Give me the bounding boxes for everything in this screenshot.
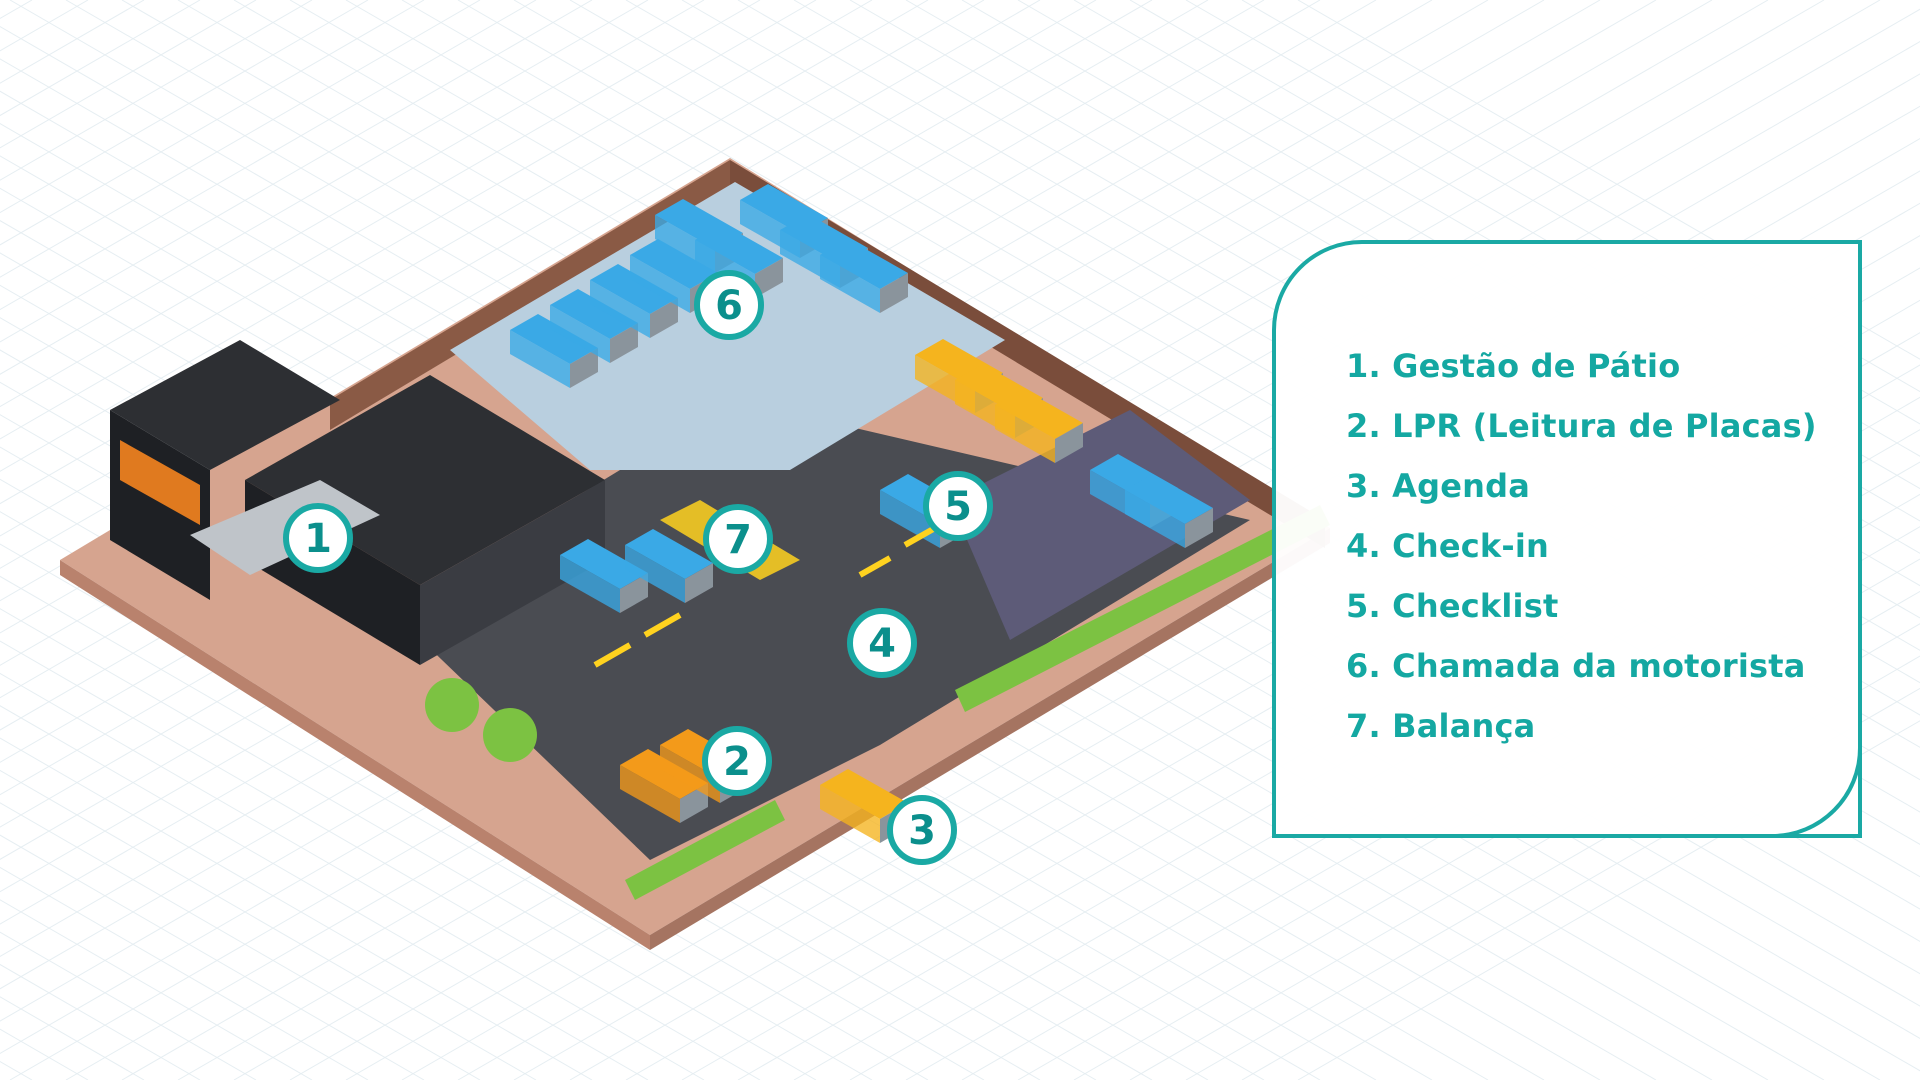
- marker-circle: [694, 270, 764, 340]
- marker-circle: [283, 503, 353, 573]
- hedge-right: [955, 505, 1330, 712]
- truck: [620, 749, 708, 823]
- truck: [995, 389, 1083, 463]
- marker-5: 5: [923, 471, 993, 541]
- marker-number: 4: [868, 621, 896, 667]
- road-stripe: [593, 642, 632, 668]
- trees: [425, 678, 537, 762]
- hedge-bottom: [625, 800, 785, 900]
- marker-number: 1: [304, 516, 332, 562]
- fence-back-left: [330, 160, 730, 430]
- marker-2: 2: [702, 726, 772, 796]
- marker-6: 6: [694, 270, 764, 340]
- marker-number: 2: [723, 739, 751, 785]
- legend-item-chamada-da-motorista: 6. Chamada da motorista: [1346, 647, 1806, 685]
- legend-item-gestao-de-patio: 1. Gestão de Pátio: [1346, 347, 1681, 385]
- road-stripe: [858, 555, 892, 578]
- marker-1: 1: [283, 503, 353, 573]
- legend-panel: 1. Gestão de Pátio 2. LPR (Leitura de Pl…: [1272, 240, 1862, 838]
- truck: [590, 264, 678, 338]
- marker-7: 7: [703, 504, 773, 574]
- truck: [820, 239, 908, 313]
- ground-base-side-left: [60, 560, 650, 950]
- marker-circle: [703, 504, 773, 574]
- legend-item-agenda: 3. Agenda: [1346, 467, 1531, 505]
- marker-number: 6: [715, 283, 743, 329]
- legend-item-balanca: 7. Balança: [1346, 707, 1536, 745]
- truck: [560, 539, 648, 613]
- marker-3: 3: [887, 795, 957, 865]
- truck: [510, 314, 598, 388]
- road-stripe: [903, 525, 937, 548]
- truck: [625, 529, 713, 603]
- ground-base-side-right: [650, 528, 1330, 950]
- road-stripe: [643, 612, 682, 638]
- marker-circle: [702, 726, 772, 796]
- marker-number: 7: [724, 517, 752, 563]
- marker-circle: [887, 795, 957, 865]
- marker-circle: [847, 608, 917, 678]
- truck: [550, 289, 638, 363]
- truck: [1125, 474, 1213, 548]
- marker-number: 3: [908, 808, 936, 854]
- marker-4: 4: [847, 608, 917, 678]
- marker-number: 5: [944, 484, 972, 530]
- legend-item-check-in: 4. Check-in: [1346, 527, 1550, 565]
- marker-circle: [923, 471, 993, 541]
- legend-list: 1. Gestão de Pátio 2. LPR (Leitura de Pl…: [1346, 336, 1817, 756]
- parking-area-purple: [950, 410, 1250, 640]
- legend-item-checklist: 5. Checklist: [1346, 587, 1559, 625]
- marker-group: 1 2 3 4 5 6 7: [283, 270, 993, 865]
- legend-item-lpr: 2. LPR (Leitura de Placas): [1346, 407, 1817, 445]
